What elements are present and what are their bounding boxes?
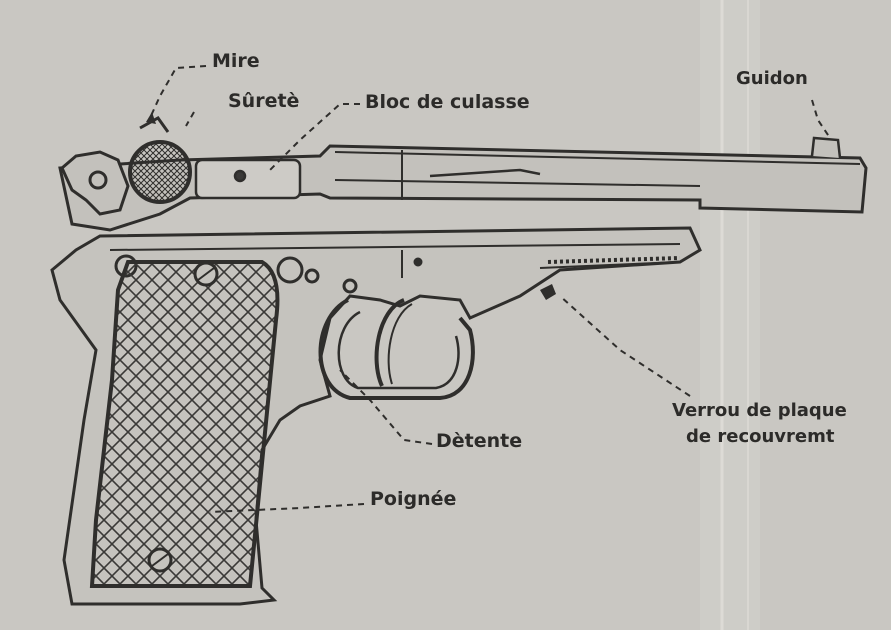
label-verrou-line2: de recouvremt bbox=[686, 426, 835, 447]
label-guidon: Guidon bbox=[736, 68, 808, 89]
label-verrou-line1: Verrou de plaque bbox=[672, 400, 847, 421]
label-poignee: Poignée bbox=[370, 488, 457, 510]
frame-pins bbox=[114, 250, 423, 294]
label-bloc-de-culasse: Bloc de culasse bbox=[365, 91, 530, 113]
hammer bbox=[60, 150, 130, 216]
safety-knob bbox=[128, 116, 192, 204]
cover-plate-latch bbox=[540, 284, 556, 300]
trigger-guard bbox=[318, 298, 475, 400]
label-mire: Mire bbox=[212, 50, 260, 72]
breech-block bbox=[194, 158, 302, 200]
trigger bbox=[374, 298, 413, 387]
leader-lines bbox=[149, 65, 831, 513]
label-detente: Dètente bbox=[436, 430, 523, 452]
label-surete: Sûretè bbox=[228, 90, 300, 112]
grip-panel bbox=[89, 260, 280, 588]
